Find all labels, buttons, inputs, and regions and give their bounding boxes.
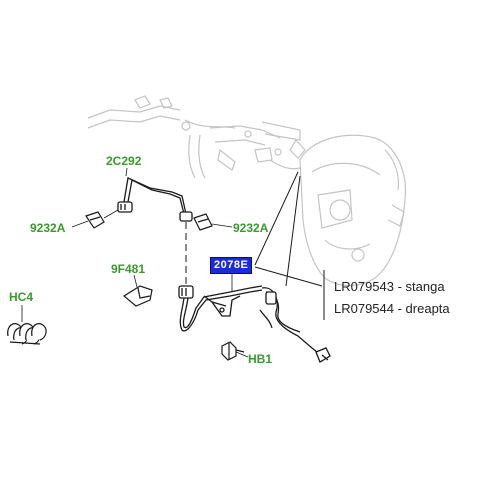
clip-set-hc4-part [7,323,47,345]
ghost-caliper-assembly [289,134,407,287]
leader-2c292 [125,167,128,177]
brake-pipe-2c292 [117,177,193,222]
ghost-upper-pipework [87,95,301,179]
leader-9232a-left-b [103,209,119,219]
callout-2078e[interactable]: 2078E [210,257,253,274]
label-hb1: HB1 [248,352,273,366]
clip-9232a-left-part [85,211,105,229]
label-9232a-left: 9232A [30,221,66,235]
leader-2078e-to-legend [254,266,323,287]
leader-2078e-to-caliper-2 [285,175,301,287]
label-9232a-right: 9232A [233,221,269,235]
leader-2078e-to-caliper-1 [254,171,299,266]
bolt-hb1-part [221,341,245,361]
label-9f481: 9F481 [111,262,146,276]
leader-9232a-right [211,223,233,228]
bracket-9f481-part [122,285,153,307]
leader-9232a-left [71,220,89,228]
legend-right-part-number: LR079544 - dreapta [334,301,450,316]
label-2c292: 2C292 [106,154,142,168]
brake-hose-2078e [178,285,331,363]
clip-9232a-right-part [193,213,213,231]
legend-left-part-number: LR079543 - stanga [334,279,445,294]
leader-hb1 [235,351,249,358]
label-hc4: HC4 [9,290,34,304]
leader-9f481 [133,274,138,288]
